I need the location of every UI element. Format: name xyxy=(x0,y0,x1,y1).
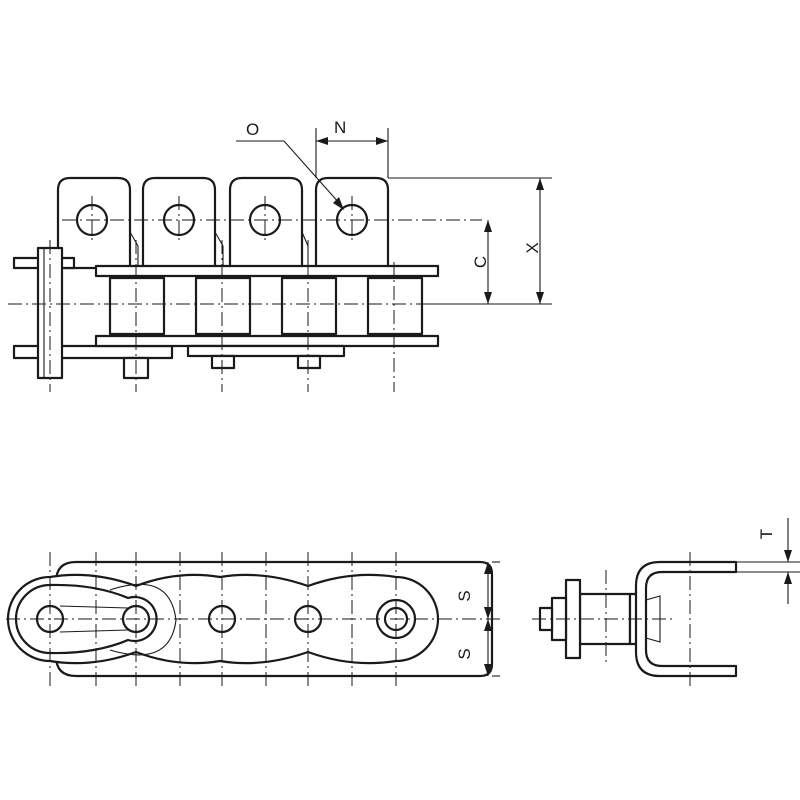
dim-label-s-lower: S xyxy=(455,648,474,659)
dim-label-x: X xyxy=(523,242,542,253)
dimension-c: C xyxy=(471,220,492,304)
dim-label-t: T xyxy=(757,529,776,539)
roller xyxy=(194,276,252,336)
dim-label-c: C xyxy=(471,256,490,268)
plan-view-chain xyxy=(6,552,500,686)
attachment-tab xyxy=(228,176,304,270)
attachment-bracket xyxy=(634,560,738,678)
dimension-s: S S xyxy=(455,561,500,677)
roller xyxy=(108,276,166,336)
roller xyxy=(280,276,338,336)
pin-end xyxy=(210,354,236,370)
dim-label-n: N xyxy=(334,118,346,137)
dimension-n: N xyxy=(315,118,389,178)
dimension-x: X xyxy=(523,178,544,304)
link-plate-upper xyxy=(94,264,440,278)
link-plate-lower xyxy=(94,334,440,348)
dim-label-o: O xyxy=(246,120,259,139)
dimension-t: T xyxy=(736,518,800,604)
link-plate-lower xyxy=(186,344,346,358)
roller xyxy=(366,276,424,336)
attachment-tab xyxy=(56,176,132,270)
dim-label-s-upper: S xyxy=(455,590,474,601)
end-view xyxy=(532,552,738,686)
side-view-attachment-chain xyxy=(8,176,482,392)
dimension-o: O xyxy=(236,120,344,210)
pin-end xyxy=(296,354,322,370)
